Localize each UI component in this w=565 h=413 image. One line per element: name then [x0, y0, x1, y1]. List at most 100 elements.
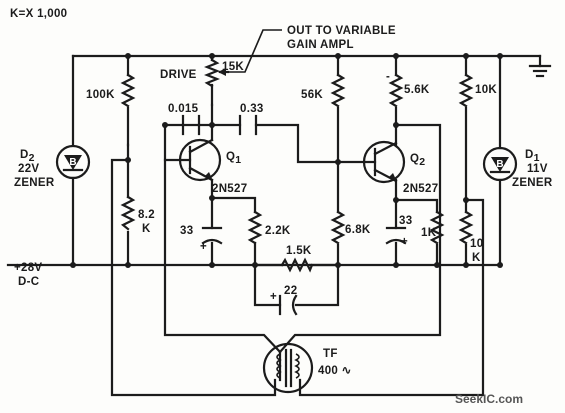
tf-freq: 400 ∿ [318, 365, 352, 377]
d1-voltage: 11V [527, 163, 548, 175]
q2-emitter-wire [394, 178, 439, 214]
q2-label: Q2 [410, 153, 425, 168]
junction-dot [125, 157, 131, 163]
q1-label: Q1 [226, 151, 241, 166]
junction-dot [125, 53, 131, 59]
junction-dot [497, 262, 503, 268]
scale-note: K=X 1,000 [10, 8, 67, 20]
junction-dot [252, 262, 258, 268]
c22-label: 22 [284, 285, 297, 297]
zener-d2: B [55, 144, 91, 180]
junction-dot [463, 262, 469, 268]
supply-label-1: +28V [14, 262, 42, 274]
d1-label: D1 [525, 149, 540, 164]
c033-label: 0.33 [240, 103, 264, 115]
capacitors [181, 114, 407, 316]
r10k-top-label: 10K [475, 84, 497, 96]
junction-dot [335, 262, 341, 268]
c33-right-label: 33 [399, 215, 412, 227]
r10k-bottom-label-2: K [472, 252, 481, 264]
out-label-line1: OUT TO VARIABLE [287, 25, 396, 37]
zener-d1: B [482, 146, 518, 182]
junction-dot [209, 262, 215, 268]
junction-dot [335, 53, 341, 59]
transistor-q2 [362, 140, 406, 184]
d1-type: ZENER [512, 177, 553, 189]
q1-emitter-wire [210, 178, 257, 214]
r82k-label-2: K [142, 223, 151, 235]
r22k-label: 2.2K [265, 225, 291, 237]
resistor-5-6k [388, 73, 404, 108]
c22-plus: + [270, 291, 277, 303]
watermark: SeekIC.com [455, 392, 523, 406]
resistor-1-5k [280, 257, 314, 273]
transformer-tf [262, 342, 314, 394]
r10k-bottom-label-1: 10 [470, 238, 483, 250]
junction-dot [393, 122, 399, 128]
q1-base-loop-wire [163, 123, 282, 354]
resistor-56k [330, 73, 346, 108]
junction-dot [209, 122, 215, 128]
labels: K=X 1,000 OUT TO VARIABLE GAIN AMPL DRIV… [10, 8, 553, 406]
d2-label: D2 [20, 149, 35, 164]
d2-b-mark: B [69, 157, 76, 168]
drive-label: DRIVE [160, 69, 197, 81]
c33-left-label: 33 [180, 225, 193, 237]
resistor-2-2k [247, 210, 263, 245]
junction-dot [393, 262, 399, 268]
out-label-line2: GAIN AMPL [287, 39, 354, 51]
junction-dot [393, 53, 399, 59]
resistor-1k [429, 210, 445, 245]
c0015-label: 0.015 [168, 103, 199, 115]
pot-15k-label: 15K [222, 61, 244, 73]
potentiometer-15k [204, 58, 220, 88]
q2-collector-loop-wire [278, 123, 442, 354]
tf-left-loop-wire [110, 158, 277, 397]
tf-label: TF [323, 348, 338, 360]
capacitor-33-right [385, 226, 407, 245]
r56-label: 5.6K [404, 84, 430, 96]
capacitor-22 [278, 294, 298, 316]
junction-dot [162, 122, 168, 128]
d1-b-mark: B [496, 159, 503, 170]
r82k-label-1: 8.2 [138, 209, 155, 221]
c33-left-plus: + [200, 241, 207, 253]
r1k-label: 1K [421, 227, 437, 239]
resistor-100k [120, 73, 136, 108]
r100k-label: 100K [86, 89, 115, 101]
junction-dot [463, 197, 469, 203]
junction-dot [497, 53, 503, 59]
c033-right-wire [254, 123, 340, 164]
transistor-q1 [163, 138, 222, 182]
r56k-label: 56K [301, 89, 323, 101]
q2-part: 2N527 [403, 183, 438, 195]
junction-dot [434, 262, 440, 268]
junction-dot [125, 262, 131, 268]
junction-dots [70, 53, 503, 268]
junction-dot [70, 262, 76, 268]
d2-voltage: 22V [18, 163, 39, 175]
d2-type: ZENER [14, 177, 55, 189]
junction-dot [393, 197, 399, 203]
r68k-label: 6.8K [345, 224, 371, 236]
resistors [120, 58, 474, 273]
capacitor-0-33 [238, 114, 258, 136]
pot-wiper-arrow [218, 68, 230, 76]
q2-collector-minus: - [386, 71, 390, 83]
r15k-label: 1.5K [286, 245, 312, 257]
output-leader-wire [228, 29, 282, 73]
capacitor-0-015 [181, 114, 201, 136]
resistor-10k-bottom [458, 210, 474, 245]
junction-dot [463, 53, 469, 59]
resistor-8-2k [120, 195, 136, 231]
capacitor-33-left [201, 226, 223, 245]
junction-dot [209, 53, 215, 59]
junction-dot [209, 195, 215, 201]
c33-right-plus: + [401, 236, 408, 248]
q1-part: 2N527 [212, 183, 247, 195]
junction-dot [335, 159, 341, 165]
resistor-6-8k [330, 210, 346, 245]
resistor-10k-top [458, 73, 474, 108]
supply-label-2: D-C [18, 276, 39, 288]
